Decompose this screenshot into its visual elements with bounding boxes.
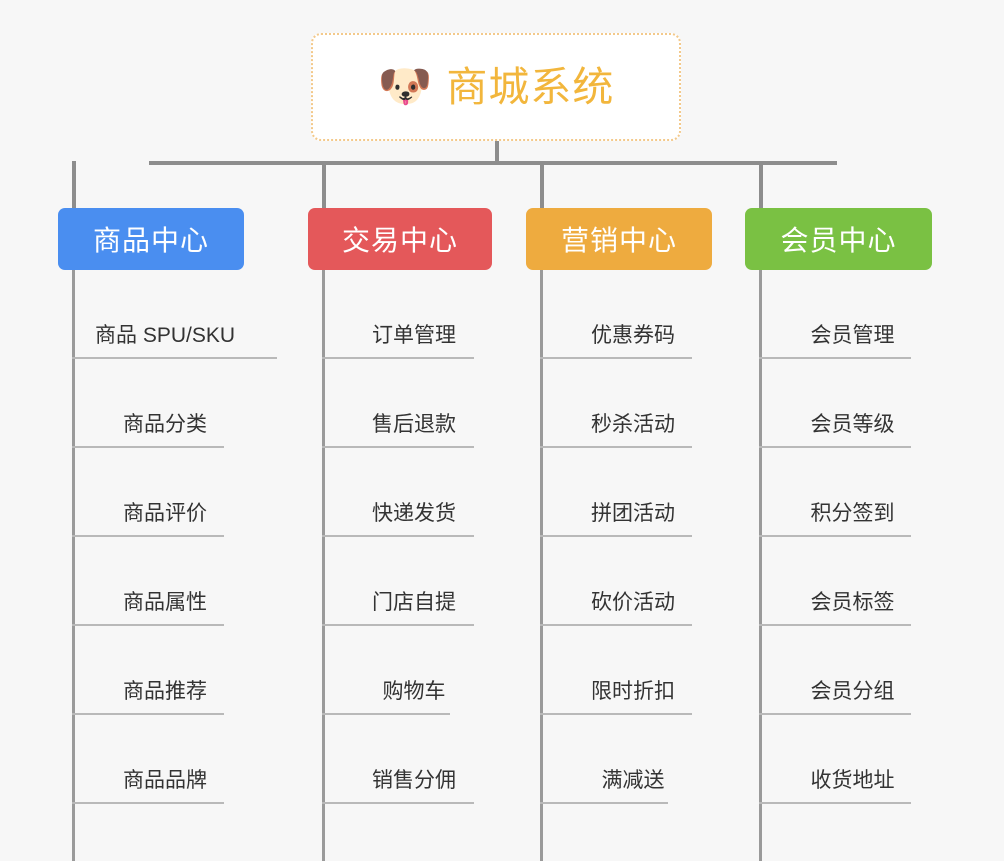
leaf-item[interactable]: 门店自提 — [322, 537, 492, 626]
branch-spine-4 — [759, 270, 762, 861]
leaf-item-underline — [540, 535, 692, 537]
leaf-item[interactable]: 商品属性 — [72, 537, 244, 626]
leaf-item-label: 商品品牌 — [123, 768, 207, 792]
leaf-item-underline — [322, 624, 474, 626]
leaf-item-label: 商品评价 — [123, 501, 207, 525]
leaf-item-label: 优惠券码 — [591, 323, 675, 347]
branch-spine-1 — [72, 270, 75, 861]
leaf-item-underline — [72, 357, 277, 359]
root-node-title: 商城系统 — [446, 63, 615, 110]
leaf-item[interactable]: 积分签到 — [759, 448, 932, 537]
branch-header-4[interactable]: 会员中心 — [745, 208, 932, 270]
leaf-item-underline — [540, 357, 692, 359]
leaf-item-label: 会员管理 — [810, 323, 895, 347]
leaf-item[interactable]: 拼团活动 — [540, 448, 712, 537]
leaf-item-underline — [759, 713, 911, 715]
shiba-dog-face-icon: 🐶 — [377, 62, 433, 111]
leaf-item-label: 收货地址 — [810, 768, 895, 792]
leaf-item-label: 售后退款 — [372, 412, 456, 436]
leaf-item[interactable]: 会员标签 — [759, 537, 932, 626]
leaf-item-label: 购物车 — [382, 679, 446, 703]
leaf-item-underline — [540, 713, 692, 715]
leaf-item-label: 销售分佣 — [372, 768, 456, 792]
leaf-item-underline — [540, 446, 692, 448]
leaf-item-underline — [759, 446, 911, 448]
leaf-item-label: 秒杀活动 — [591, 412, 675, 436]
leaf-item-label: 商品属性 — [123, 590, 207, 614]
leaf-item-underline — [72, 802, 224, 804]
connector-drop-3 — [540, 161, 544, 208]
leaf-item[interactable]: 商品评价 — [72, 448, 244, 537]
leaf-item-underline — [72, 713, 224, 715]
leaf-item-underline — [322, 357, 474, 359]
leaf-item[interactable]: 收货地址 — [759, 715, 932, 804]
leaf-item[interactable]: 购物车 — [322, 626, 492, 715]
leaf-item-underline — [72, 446, 224, 448]
connector-drop-1 — [72, 161, 76, 208]
leaf-item-label: 会员标签 — [810, 590, 895, 614]
branch-column-3: 营销中心优惠券码秒杀活动拼团活动砍价活动限时折扣满减送 — [526, 208, 712, 861]
branch-column-2: 交易中心订单管理售后退款快递发货门店自提购物车销售分佣 — [308, 208, 492, 861]
leaf-item-label: 快递发货 — [372, 501, 456, 525]
org-chart-canvas: 🐶 商城系统 商品中心商品 SPU/SKU 商品分类商品评价商品属性商品推荐商品品… — [58, 33, 932, 861]
leaf-item[interactable]: 限时折扣 — [540, 626, 712, 715]
leaf-item-label: 限时折扣 — [591, 679, 675, 703]
leaf-item-label: 满减送 — [601, 768, 665, 792]
leaf-item-label: 会员分组 — [810, 679, 895, 703]
leaf-item-label: 积分签到 — [810, 501, 895, 525]
leaf-item-underline — [540, 624, 692, 626]
leaf-item[interactable]: 销售分佣 — [322, 715, 492, 804]
root-node-shop-system[interactable]: 🐶 商城系统 — [311, 33, 681, 141]
leaf-item[interactable]: 快递发货 — [322, 448, 492, 537]
leaf-item[interactable]: 商品 SPU/SKU — [72, 270, 277, 359]
leaf-item-underline — [322, 446, 474, 448]
leaf-item-label: 订单管理 — [372, 323, 456, 347]
leaf-item[interactable]: 满减送 — [540, 715, 712, 804]
leaf-item-underline — [759, 357, 911, 359]
leaf-item[interactable]: 订单管理 — [322, 270, 492, 359]
leaf-item[interactable]: 售后退款 — [322, 359, 492, 448]
leaf-item-label: 商品推荐 — [123, 679, 207, 703]
connector-drop-2 — [322, 161, 326, 208]
leaf-item[interactable]: 商品品牌 — [72, 715, 244, 804]
branch-header-2[interactable]: 交易中心 — [308, 208, 492, 270]
leaf-item-underline — [322, 535, 474, 537]
branch-leaf-list-4: 会员管理会员等级积分签到会员标签会员分组收货地址 — [745, 270, 932, 804]
leaf-item[interactable]: 商品推荐 — [72, 626, 244, 715]
leaf-item[interactable]: 会员等级 — [759, 359, 932, 448]
leaf-item[interactable]: 砍价活动 — [540, 537, 712, 626]
connector-root-stem — [495, 141, 499, 165]
leaf-item-underline — [759, 624, 911, 626]
leaf-item-label: 商品分类 — [123, 412, 207, 436]
leaf-item[interactable]: 商品分类 — [72, 359, 244, 448]
branch-header-1[interactable]: 商品中心 — [58, 208, 244, 270]
leaf-item-label: 拼团活动 — [591, 501, 675, 525]
branch-spine-3 — [540, 270, 543, 861]
branch-column-1: 商品中心商品 SPU/SKU 商品分类商品评价商品属性商品推荐商品品牌 — [58, 208, 277, 861]
leaf-item-underline — [72, 535, 224, 537]
leaf-item-underline — [322, 802, 474, 804]
leaf-item-underline — [72, 624, 224, 626]
leaf-item[interactable]: 会员分组 — [759, 626, 932, 715]
leaf-item[interactable]: 会员管理 — [759, 270, 932, 359]
connector-horizontal-bus — [149, 161, 837, 165]
leaf-item-label: 会员等级 — [810, 412, 895, 436]
connector-drop-4 — [759, 161, 763, 208]
branch-leaf-list-1: 商品 SPU/SKU 商品分类商品评价商品属性商品推荐商品品牌 — [58, 270, 277, 804]
branch-column-4: 会员中心会员管理会员等级积分签到会员标签会员分组收货地址 — [745, 208, 932, 861]
leaf-item-label: 商品 SPU/SKU — [94, 323, 236, 347]
branch-leaf-list-3: 优惠券码秒杀活动拼团活动砍价活动限时折扣满减送 — [526, 270, 712, 804]
leaf-item[interactable]: 秒杀活动 — [540, 359, 712, 448]
leaf-item-underline — [540, 802, 668, 804]
leaf-item-label: 砍价活动 — [591, 590, 675, 614]
leaf-item-underline — [322, 713, 450, 715]
branch-header-3[interactable]: 营销中心 — [526, 208, 712, 270]
leaf-item-label: 门店自提 — [372, 590, 456, 614]
leaf-item-underline — [759, 802, 911, 804]
leaf-item-underline — [759, 535, 911, 537]
leaf-item[interactable]: 优惠券码 — [540, 270, 712, 359]
branch-spine-2 — [322, 270, 325, 861]
branch-leaf-list-2: 订单管理售后退款快递发货门店自提购物车销售分佣 — [308, 270, 492, 804]
